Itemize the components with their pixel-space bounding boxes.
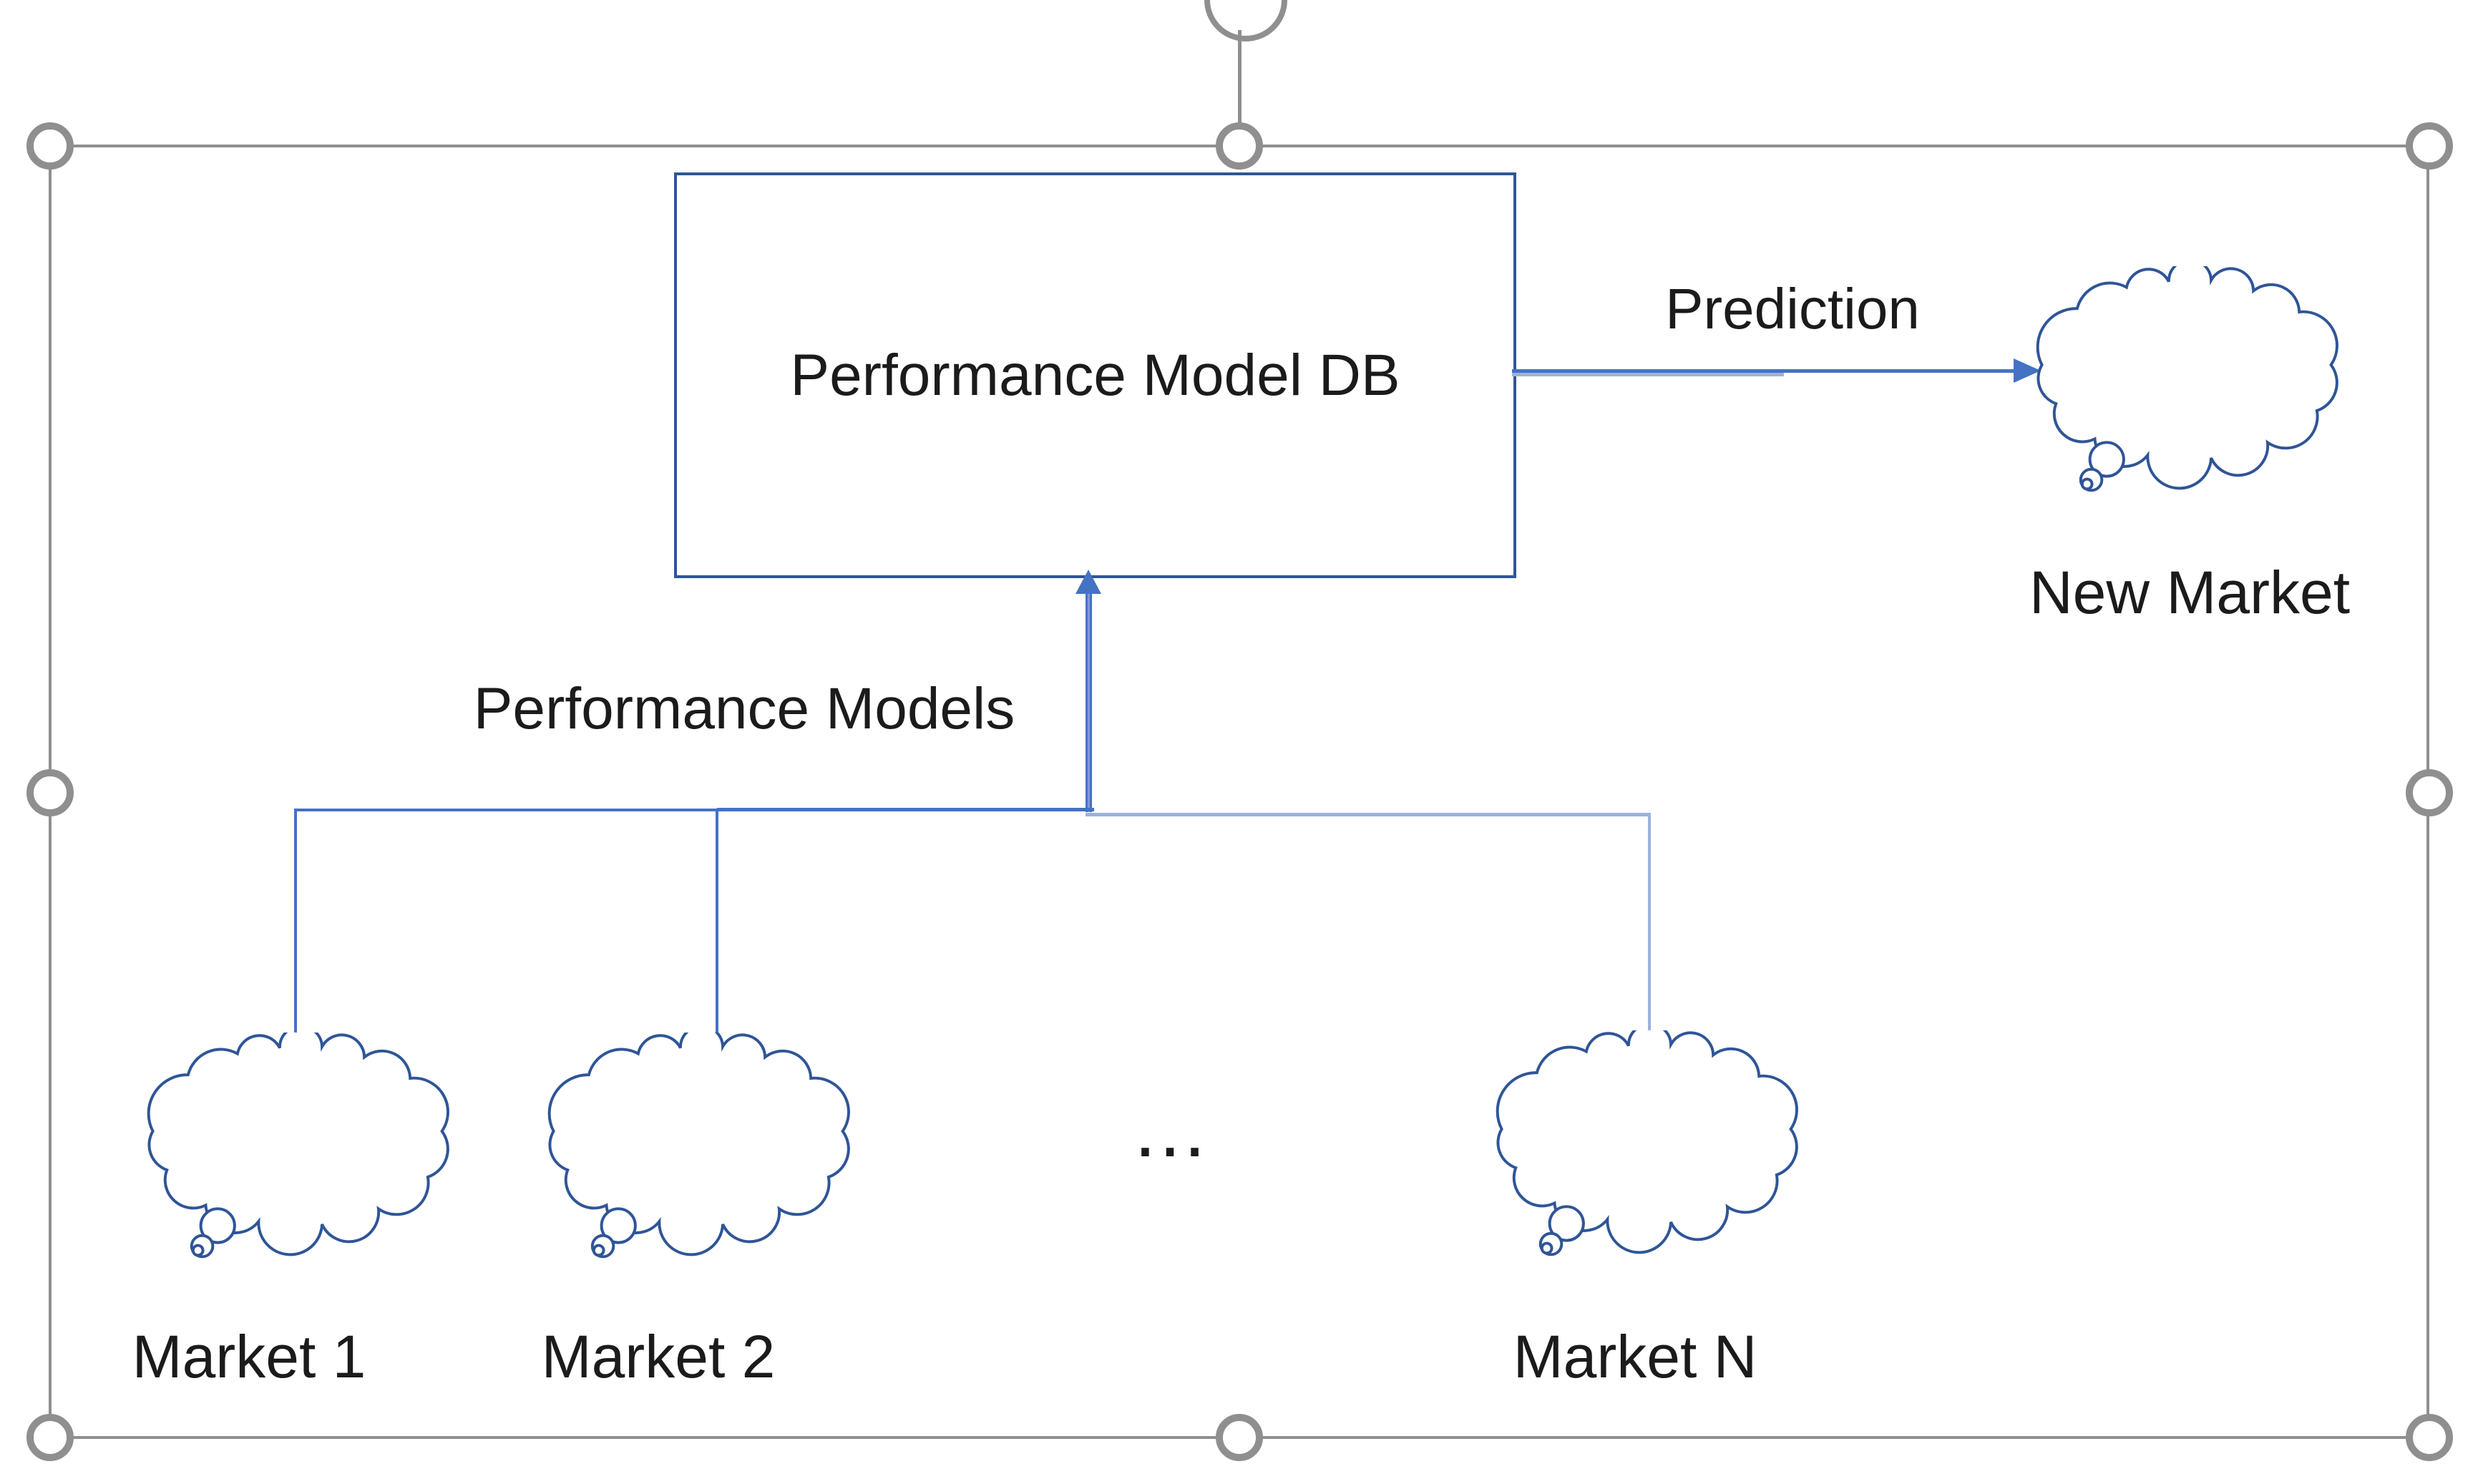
prediction-arrow-line[interactable]	[1512, 369, 2018, 373]
new-market-label[interactable]: New Market	[2029, 559, 2351, 626]
resize-handle-bottom-left[interactable]	[26, 1414, 74, 1461]
connector-bus-middle[interactable]	[717, 808, 1094, 811]
new-market-cloud[interactable]	[2034, 266, 2346, 506]
market-1-label[interactable]: Market 1	[132, 1323, 366, 1390]
resize-handle-top-center[interactable]	[1216, 122, 1263, 170]
connector-bus-right[interactable]	[1086, 813, 1651, 816]
rotate-handle-icon[interactable]	[1204, 0, 1287, 42]
market-2-label[interactable]: Market 2	[541, 1323, 776, 1390]
market-n-label[interactable]: Market N	[1513, 1323, 1757, 1390]
prediction-arrowhead-icon	[2014, 358, 2041, 383]
markets-ellipsis-label[interactable]: ...	[1134, 1085, 1209, 1173]
resize-handle-middle-right[interactable]	[2406, 769, 2453, 816]
resize-handle-top-left[interactable]	[26, 122, 74, 170]
models-arrowhead-icon	[1075, 570, 1101, 594]
performance-models-label[interactable]: Performance Models	[473, 676, 1015, 741]
resize-handle-top-right[interactable]	[2406, 122, 2453, 170]
prediction-label[interactable]: Prediction	[1665, 277, 1920, 341]
resize-handle-bottom-right[interactable]	[2406, 1414, 2453, 1461]
connector-drop-market-2[interactable]	[716, 809, 718, 1047]
models-arrow-shaft[interactable]	[1086, 592, 1092, 812]
market-2-cloud[interactable]	[546, 1033, 857, 1272]
resize-handle-middle-left[interactable]	[26, 769, 74, 816]
prediction-arrow-underlay	[1512, 373, 1784, 376]
market-n-cloud[interactable]	[1494, 1030, 1805, 1270]
performance-model-db-label: Performance Model DB	[790, 342, 1400, 408]
rotate-handle-stem	[1238, 30, 1242, 125]
connector-bus-left[interactable]	[294, 809, 717, 811]
connector-drop-market-1[interactable]	[294, 809, 297, 1047]
resize-handle-bottom-center[interactable]	[1216, 1414, 1263, 1461]
market-1-cloud[interactable]	[145, 1033, 457, 1272]
connector-drop-market-n[interactable]	[1648, 813, 1651, 1068]
performance-model-db-box[interactable]: Performance Model DB	[674, 172, 1516, 578]
